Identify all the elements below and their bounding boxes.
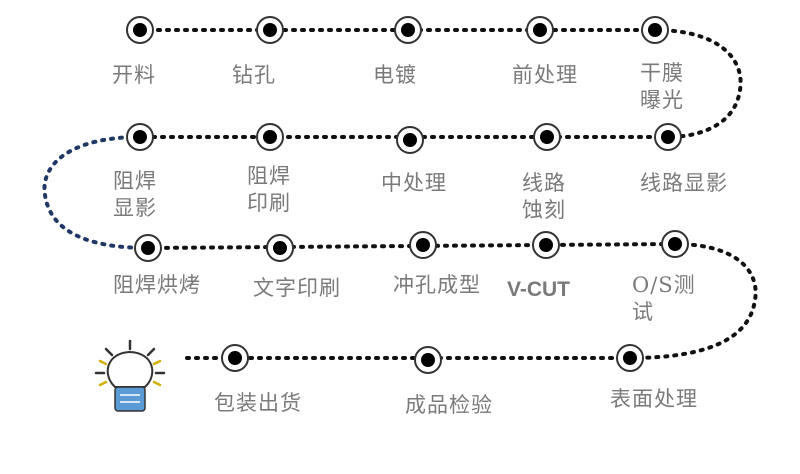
step-label-12: 文字印刷: [253, 276, 341, 300]
process-node-15: [661, 230, 689, 258]
process-node-5: [641, 16, 669, 44]
step-label-1: 开料: [112, 63, 156, 87]
process-nodes: [126, 16, 689, 374]
process-node-16: [616, 344, 644, 372]
process-node-10: [126, 123, 154, 151]
step-label-14: V-CUT: [507, 278, 570, 301]
lightbulb-icon: [94, 339, 166, 412]
step-label-6: 线路显影: [640, 171, 728, 195]
process-node-4: [526, 16, 554, 44]
process-node-6: [654, 123, 682, 151]
path-turn-left: [42, 135, 150, 250]
process-node-8: [396, 126, 424, 154]
step-label-8: 中处理: [381, 171, 447, 195]
path-turn-right-1: [653, 28, 743, 139]
process-node-18: [221, 344, 249, 372]
process-node-1: [126, 16, 154, 44]
step-label-10: 阻焊显影: [113, 169, 157, 220]
path-turn-right-2: [628, 242, 758, 360]
process-node-3: [394, 16, 422, 44]
process-node-12: [266, 234, 294, 262]
step-label-9: 阻焊印刷: [247, 164, 291, 215]
process-path: [42, 28, 758, 360]
process-node-7: [533, 123, 561, 151]
process-node-13: [409, 231, 437, 259]
step-label-5: 干膜曝光: [640, 61, 684, 112]
step-label-11: 阻焊烘烤: [113, 273, 201, 297]
step-label-13: 冲孔成型: [393, 273, 481, 297]
step-label-17: 成品检验: [405, 393, 493, 417]
process-node-2: [256, 16, 284, 44]
step-label-16: 表面处理: [610, 387, 698, 411]
process-node-14: [532, 231, 560, 259]
process-node-9: [256, 123, 284, 151]
process-node-17: [414, 346, 442, 374]
step-label-7: 线路蚀刻: [522, 171, 566, 222]
step-label-15: O/S测试: [632, 273, 696, 324]
step-label-3: 电镀: [373, 63, 417, 87]
process-node-11: [134, 234, 162, 262]
step-label-2: 钻孔: [232, 63, 276, 87]
step-label-4: 前处理: [512, 63, 578, 87]
step-label-18: 包装出货: [214, 391, 302, 415]
